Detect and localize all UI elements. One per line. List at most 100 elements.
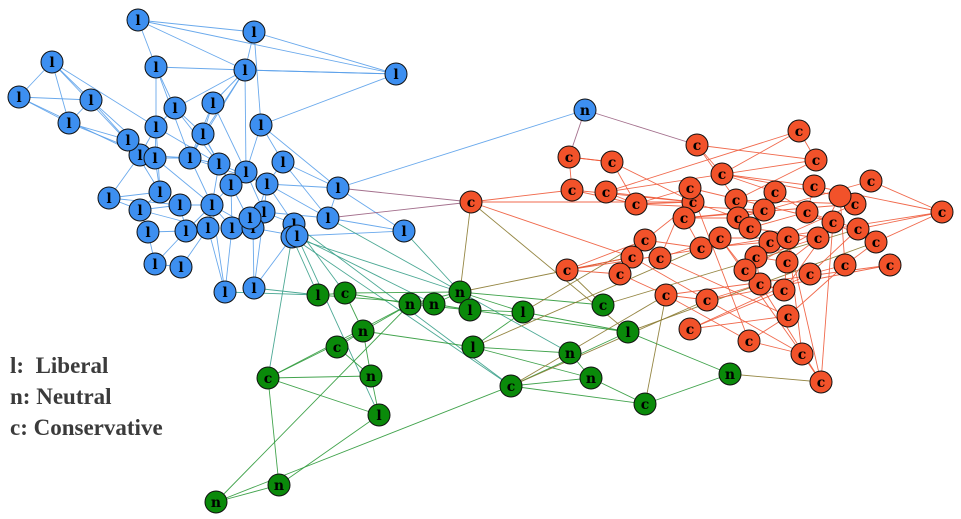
node: l [144,55,168,79]
node: l [242,20,266,44]
edge [510,377,592,387]
edge [212,102,247,173]
node: c [930,200,954,224]
node-label: l [66,116,71,132]
node-label: l [187,151,192,167]
node-label: c [333,340,342,356]
node-label: c [784,231,793,247]
node-circle [143,146,167,170]
node-circle [219,173,243,197]
node: c [689,236,713,260]
node: c [591,293,615,317]
node-circle [718,362,742,386]
node: c [804,148,828,172]
node-label: c [507,379,516,395]
node-label: l [228,178,233,194]
legend-key: c: [10,415,28,440]
node-circle [790,342,814,366]
edge [139,209,209,229]
node: l [233,58,257,82]
node-label: l [16,90,21,106]
node-circle [191,122,215,146]
node: c [672,206,696,230]
edge [337,187,472,203]
node-circle [802,174,826,198]
node: c [459,190,483,214]
node: n [558,341,582,365]
node: l [511,300,535,324]
node-circle [804,148,828,172]
node: c [798,262,822,286]
node-circle [422,292,446,316]
node-label: l [242,63,247,79]
node-circle [255,172,279,196]
node-label: c [602,185,611,201]
node-label: c [264,371,273,387]
node-label: c [467,195,476,211]
node-label: c [760,203,769,219]
legend: l: Liberal n: Neutral c: Conservative [10,350,163,443]
node: l [461,335,485,359]
node-label: l [49,55,54,71]
node: c [256,366,280,390]
node-label: l [229,221,234,237]
node-circle [126,8,150,32]
node: l [7,85,31,109]
node-circle [326,176,350,200]
node: c [806,226,830,250]
edge [584,109,698,146]
node-label: c [771,185,780,201]
node-circle [306,283,330,307]
node: l [174,219,198,243]
edge [137,19,255,33]
node: c [763,180,787,204]
legend-label: Conservative [33,415,163,440]
node-label: n [211,495,221,511]
node-label: c [680,211,689,227]
node: l [306,283,330,307]
node-label: l [106,191,111,207]
node-label: l [315,288,320,304]
node-label: c [563,263,572,279]
node-circle [608,262,632,286]
node: n [204,490,228,514]
node-circle [316,206,340,230]
node-circle [864,230,888,254]
node-label: l [294,229,299,245]
node-label: c [872,235,881,251]
node: n [359,364,383,388]
node-label: c [746,221,755,237]
edge [689,315,789,330]
edge [735,159,817,201]
node: c [708,226,732,250]
node: c [733,258,757,282]
node-circle [708,226,732,250]
node-circle [633,392,657,416]
node: l [143,146,167,170]
legend-item-conservative: c: Conservative [10,412,163,443]
node-circle [672,206,696,230]
edge [154,157,213,206]
node-label: l [205,221,210,237]
node: c [776,304,800,328]
edge [327,217,405,232]
node-label: c [817,375,826,391]
node: c [864,230,888,254]
node: c [802,174,826,198]
node-circle [234,160,258,184]
node-label: c [803,205,812,221]
node-circle [267,473,291,497]
node: c [710,162,734,186]
node-label: l [520,305,525,321]
edge [510,385,646,405]
node-circle [710,162,734,186]
edge [644,373,731,405]
node-circle [795,200,819,224]
node-label: c [854,222,863,238]
node-label: c [745,334,754,350]
node-label: c [784,309,793,325]
node-label: l [183,224,188,240]
node-label: c [686,181,695,197]
node-label: c [568,183,577,199]
node: l [213,280,237,304]
